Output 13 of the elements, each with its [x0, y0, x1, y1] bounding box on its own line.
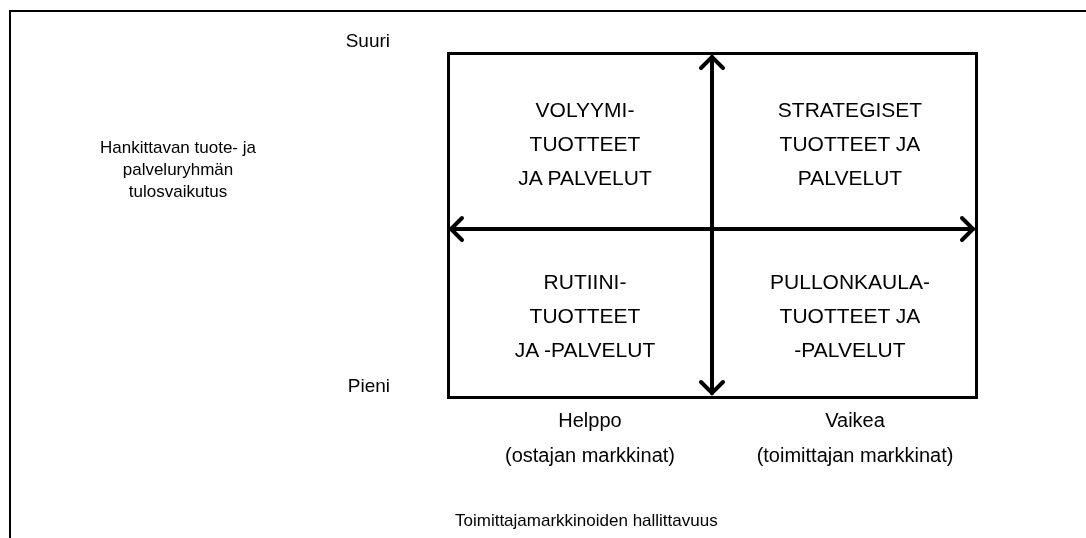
axis-label: (ostajan markkinat) — [503, 443, 677, 468]
quadrant-label: PULLONKAULA- TUOTTEET JA -PALVELUT — [725, 265, 975, 367]
quadrant-label: VOLYYMI- TUOTTEET JA PALVELUT — [460, 93, 710, 195]
axis-label: Helppo — [557, 408, 623, 433]
axis-label: (toimittajan markkinat) — [755, 443, 955, 468]
quadrant-label: RUTIINI- TUOTTEET JA -PALVELUT — [460, 265, 710, 367]
axis-label: Vaikea — [824, 408, 886, 433]
axis-label: Toimittajamarkkinoiden hallittavuus — [455, 510, 719, 532]
matrix-box — [447, 52, 978, 399]
quadrant-label: STRATEGISET TUOTTEET JA PALVELUT — [725, 93, 975, 195]
axis-label: Hankittavan tuote- ja palveluryhmän tulosvaikutus — [99, 137, 257, 203]
axis-label: Pieni — [346, 374, 390, 398]
axis-label: Suuri — [344, 29, 390, 53]
